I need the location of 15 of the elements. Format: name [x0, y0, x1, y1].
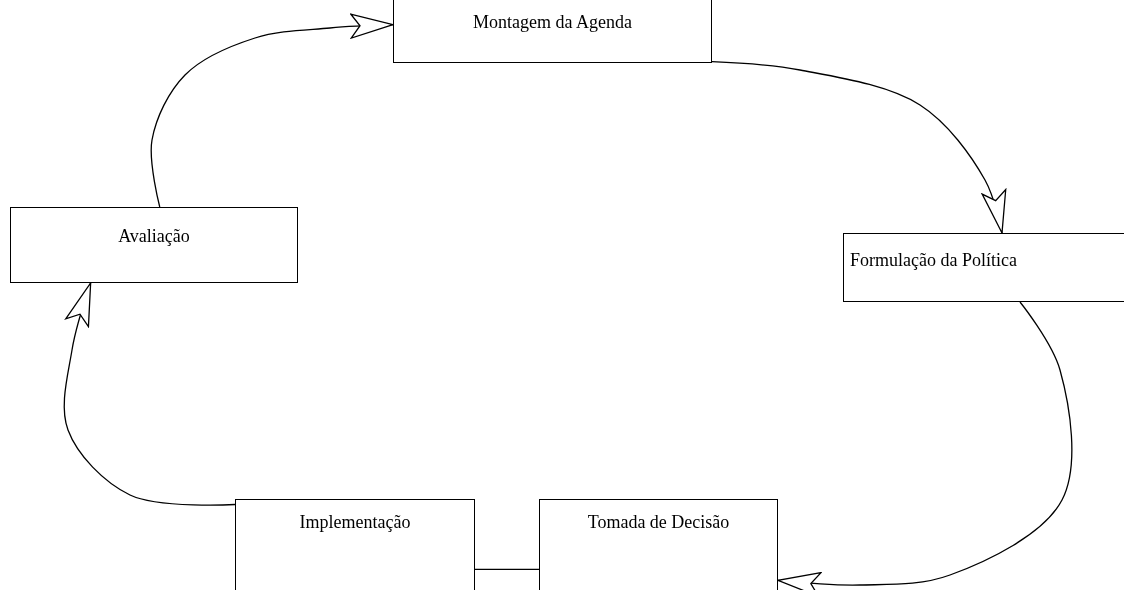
process-box: [235, 499, 475, 590]
step-label: Avaliação: [118, 226, 190, 247]
step-label: Tomada de Decisão: [587, 512, 730, 533]
curved-arrow: [63, 282, 236, 506]
process-box: [539, 499, 778, 590]
curved-arrow: [150, 13, 394, 208]
process-box: [393, 0, 712, 63]
process-box: [10, 207, 298, 283]
step-label: Montagem da Agenda: [473, 12, 632, 33]
connector-line: [474, 568, 540, 571]
curved-arrow: [711, 61, 1007, 234]
step-label: Formulação da Política: [850, 250, 1017, 271]
process-box: [843, 233, 1124, 302]
curved-arrow: [777, 301, 1073, 590]
step-label: Implementação: [299, 512, 411, 533]
